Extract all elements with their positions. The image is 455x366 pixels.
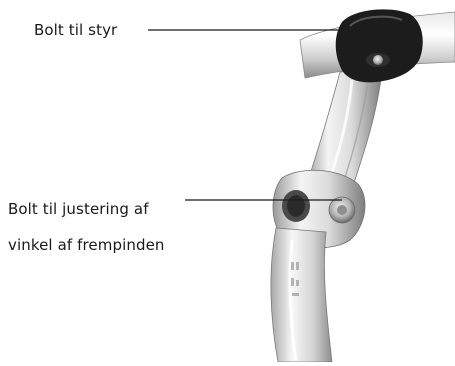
handlebar-clamp bbox=[336, 9, 423, 82]
handlebar-bolt-label: Bolt til styr bbox=[34, 21, 117, 39]
handlebar-clamp-bolt-icon bbox=[373, 55, 383, 65]
angle-bolt-label-line1: Bolt til justering af bbox=[8, 200, 149, 218]
angle-bolt-label-line2: vinkel af frempinden bbox=[8, 236, 165, 254]
stem-post bbox=[271, 228, 332, 362]
angle-adjust-bolt-icon bbox=[329, 197, 355, 223]
